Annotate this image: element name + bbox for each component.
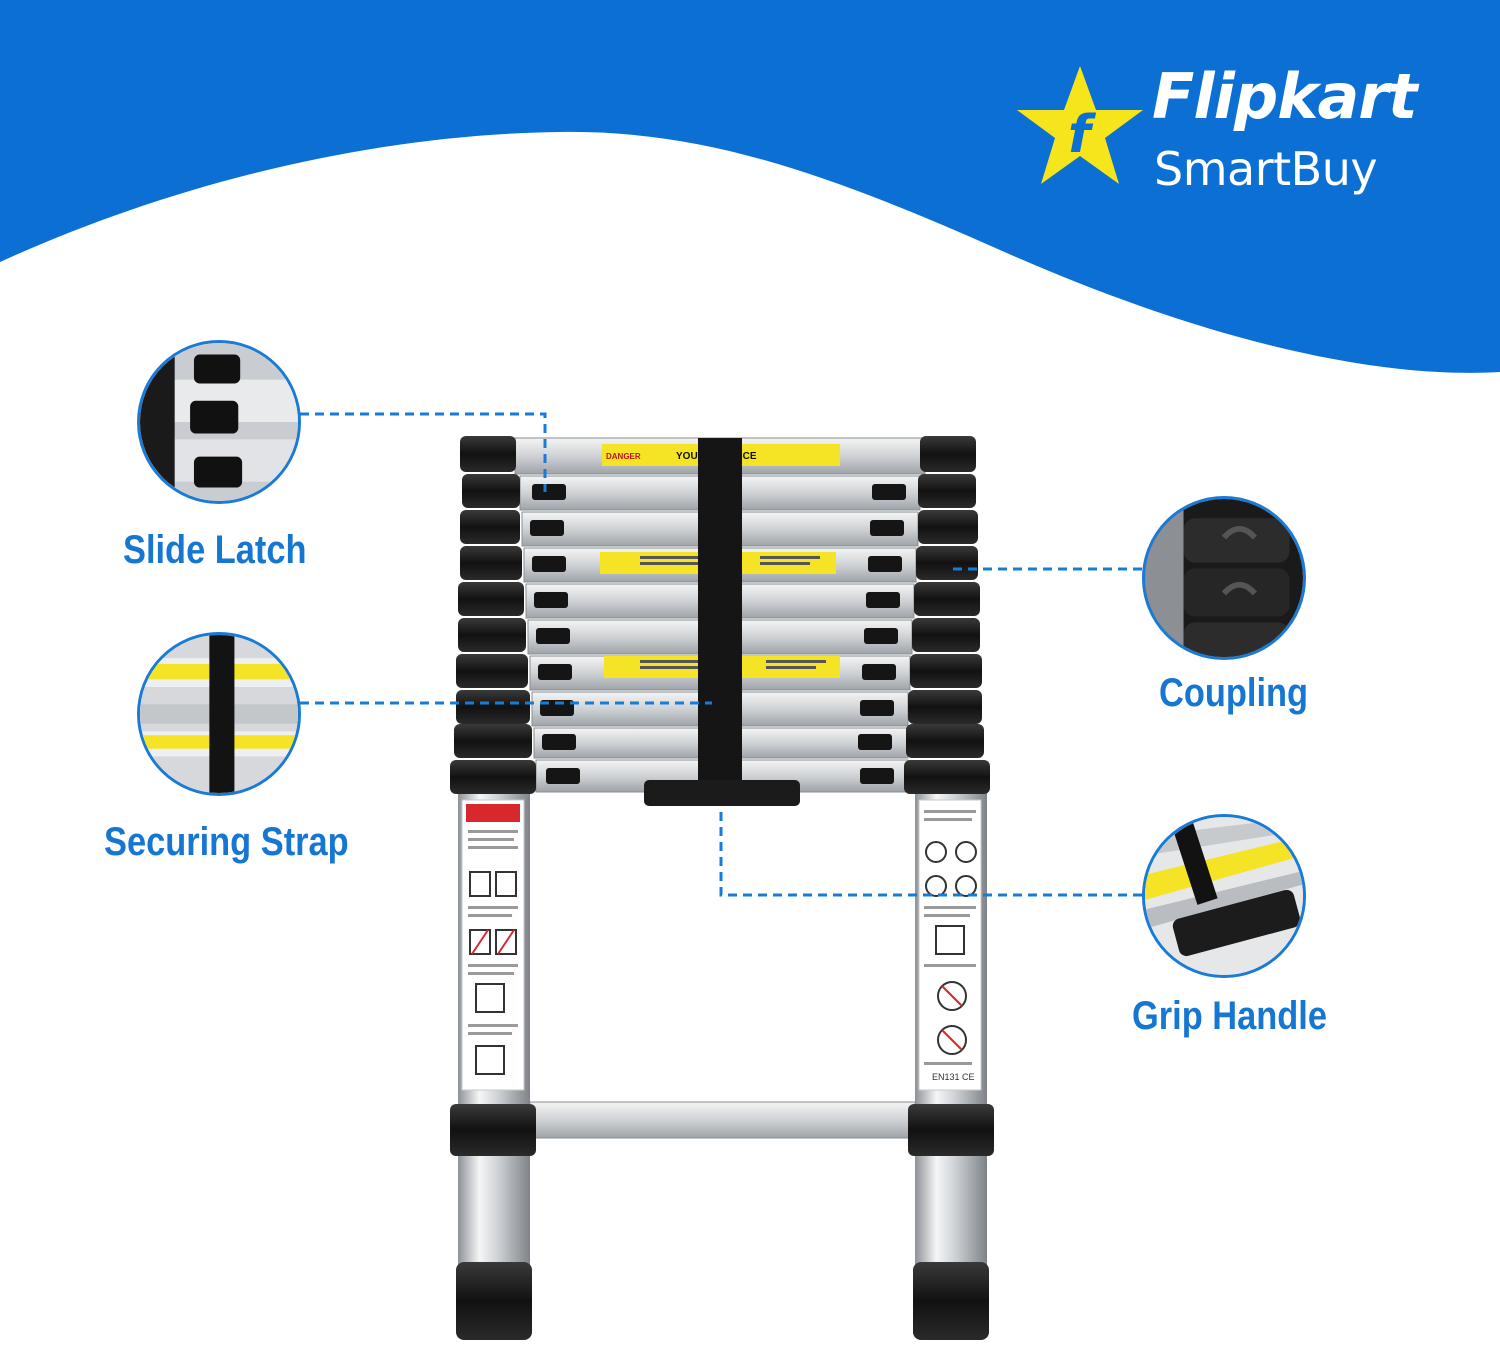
bottom-rung (529, 1101, 916, 1139)
cert-text: EN131 CE (932, 1072, 975, 1082)
label-coupling: Coupling (1159, 671, 1309, 715)
label-slide-latch: Slide Latch (123, 528, 307, 572)
callout-securing-strap (137, 632, 301, 796)
left-foot (456, 1262, 532, 1340)
securing-strap (698, 438, 742, 790)
brand-subtitle: SmartBuy (1154, 142, 1378, 196)
label-grip-handle: Grip Handle (1132, 994, 1327, 1038)
connector-slide-latch (300, 412, 547, 492)
connector-grip-handle (719, 806, 1142, 897)
callout-slide-latch (137, 340, 301, 504)
brand-logo[interactable]: f Flipkart SmartBuy (1012, 62, 1452, 212)
right-couplings (904, 436, 990, 794)
header-wave-banner (0, 0, 1500, 373)
right-foot (913, 1262, 989, 1340)
star-f-icon: f (1017, 66, 1143, 184)
callout-grip-handle (1142, 814, 1306, 978)
label-securing-strap: Securing Strap (104, 820, 349, 864)
left-couplings (450, 436, 536, 794)
grip-handle (644, 780, 800, 806)
danger-text: DANGER (606, 452, 641, 461)
callout-coupling (1142, 496, 1306, 660)
brand-name: Flipkart (1152, 60, 1418, 133)
right-pole-sticker (918, 799, 982, 1091)
